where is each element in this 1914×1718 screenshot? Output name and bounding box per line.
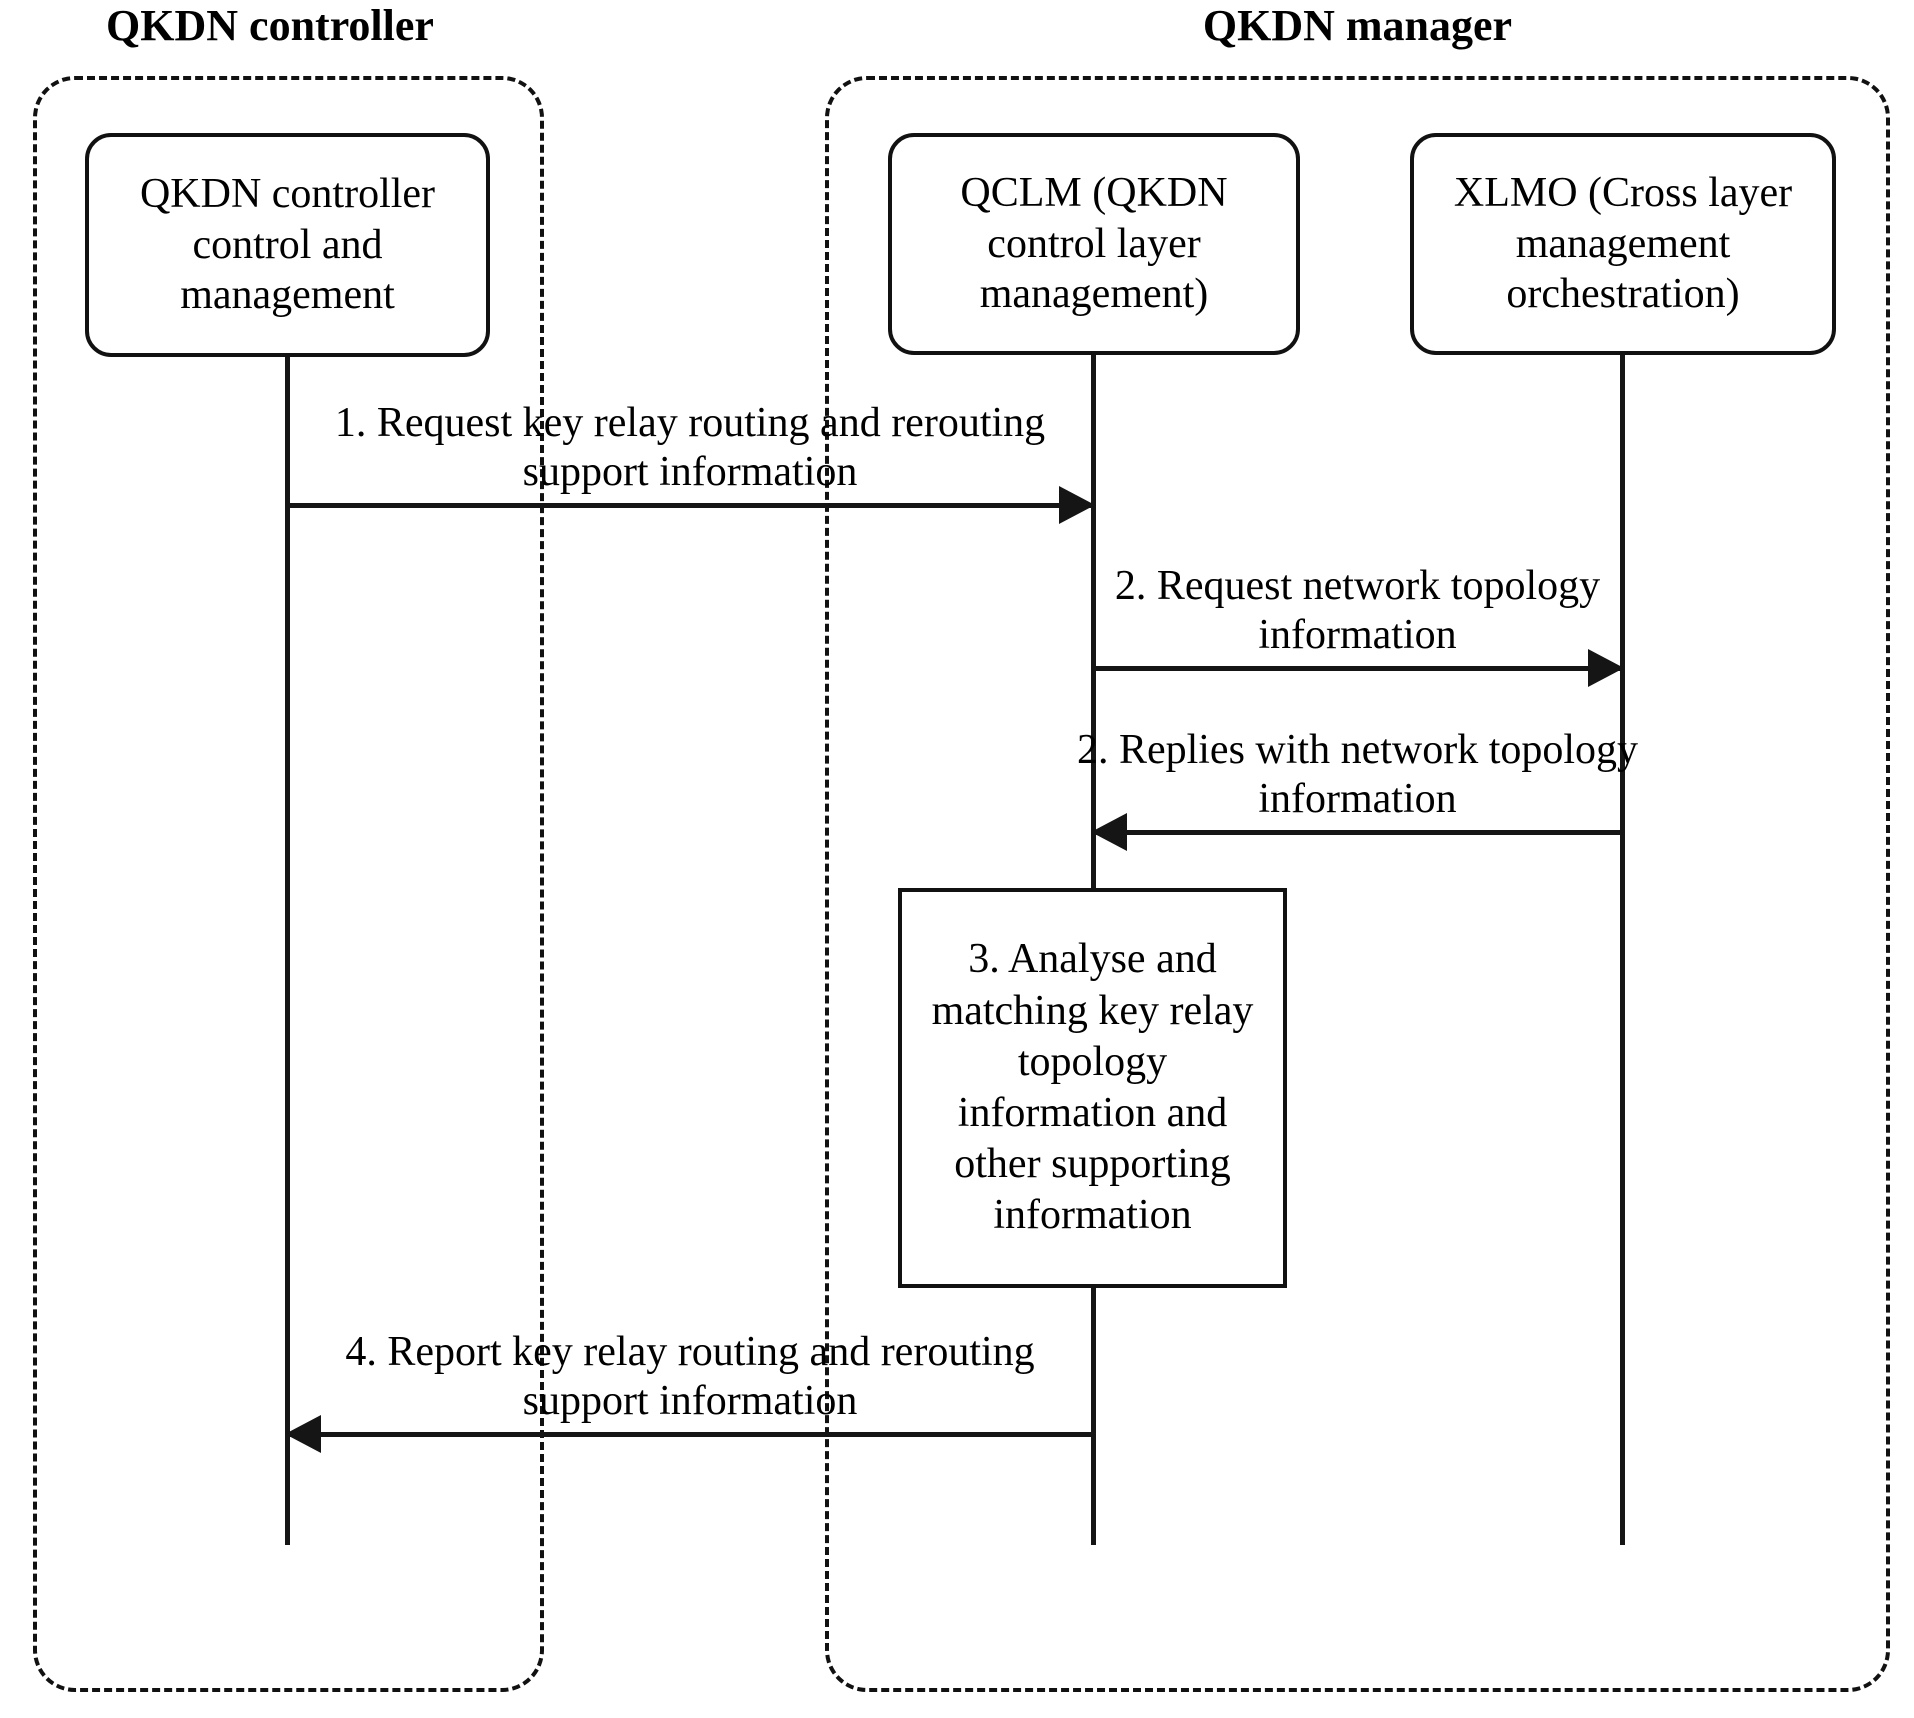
lifeline-qkdn-controller-control-and-management <box>285 357 290 1545</box>
message-label: 2. Request network topology information <box>1114 562 1601 659</box>
message-request-key-relay-routing[interactable]: 1. Request key relay routing and rerouti… <box>287 400 1095 524</box>
message-request-network-topology[interactable]: 2. Request network topology information <box>1093 563 1624 687</box>
group-title-qkdn-manager: QKDN manager <box>1202 1 1513 50</box>
participant-qclm[interactable]: QCLM (QKDN control layer management) <box>888 133 1300 355</box>
group-container-qkdn-manager <box>825 76 1890 1692</box>
message-label: 4. Report key relay routing and reroutin… <box>345 1328 1035 1425</box>
arrowhead-left-icon <box>285 1415 321 1453</box>
message-line <box>1093 666 1622 671</box>
group-title-qkdn-controller: QKDN controller <box>106 1 434 50</box>
message-line <box>287 503 1093 508</box>
message-label: 2. Replies with network topology informa… <box>1076 726 1639 823</box>
message-report-key-relay-routing[interactable]: 4. Report key relay routing and reroutin… <box>285 1329 1093 1453</box>
message-line <box>287 1432 1093 1437</box>
participant-xlmo[interactable]: XLMO (Cross layer management orchestrati… <box>1410 133 1836 355</box>
activation-analyse-and-matching[interactable]: 3. Analyse and matching key relay topolo… <box>898 888 1287 1288</box>
lifeline-xlmo <box>1620 355 1625 1545</box>
arrowhead-left-icon <box>1091 813 1127 851</box>
participant-qkdn-controller-control-and-management[interactable]: QKDN controller control and management <box>85 133 490 357</box>
message-replies-network-topology[interactable]: 2. Replies with network topology informa… <box>1077 727 1638 851</box>
message-label: 1. Request key relay routing and rerouti… <box>334 399 1046 496</box>
message-line <box>1093 830 1622 835</box>
arrowhead-right-icon <box>1588 649 1624 687</box>
arrowhead-right-icon <box>1059 486 1095 524</box>
group-container-qkdn-controller <box>33 76 544 1692</box>
